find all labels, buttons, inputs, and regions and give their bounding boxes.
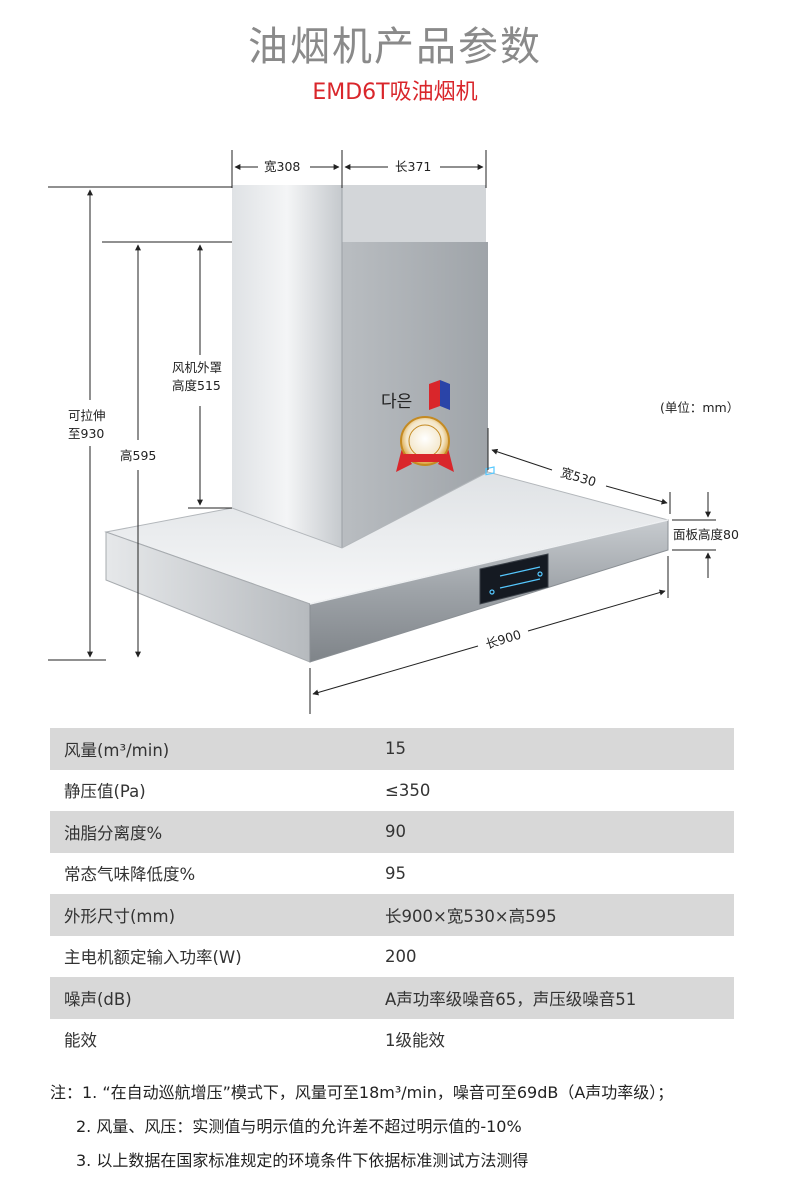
spec-row-airflow: 风量(m³/min) 15 — [50, 728, 734, 770]
spec-key: 静压值(Pa) — [64, 782, 146, 802]
chimney-front — [232, 242, 342, 548]
dim-label-fan-cover-2: 高度515 — [172, 378, 221, 393]
spec-key: 外形尺寸(mm) — [64, 906, 176, 926]
spec-row-static-pressure: 静压值(Pa) ≤350 — [50, 770, 734, 812]
page-title: 油烟机产品参数 — [248, 24, 542, 70]
spec-row-noise: 噪声(dB) A声功率级噪音65，声压级噪音51 — [50, 977, 734, 1019]
spec-row-odor-reduction: 常态气味降低度% 95 — [50, 853, 734, 895]
spec-key: 主电机额定输入功率(W) — [64, 948, 242, 968]
dim-label-extendable-1: 可拉伸 — [68, 408, 106, 423]
control-display-panel — [479, 553, 549, 605]
spec-row-dimensions: 外形尺寸(mm) 长900×宽530×高595 — [50, 894, 734, 936]
dim-label-height-595: 高595 — [120, 448, 156, 463]
dim-label-width-308: 宽308 — [264, 159, 300, 174]
spec-value: 200 — [385, 946, 417, 966]
note-1: 注：1. “在自动巡航增压”模式下，风量可至18m³/min，噪音可至69dB（… — [50, 1083, 674, 1102]
dim-label-fan-cover-1: 风机外罩 — [172, 360, 222, 375]
spec-key: 常态气味降低度% — [64, 865, 196, 885]
range-hood-diagram: 다은 — [48, 150, 739, 714]
quality-badge-icon — [396, 416, 454, 472]
spec-value: 95 — [385, 863, 406, 883]
dim-label-width-530: 宽530 — [559, 465, 598, 490]
spec-value: 长900×宽530×高595 — [385, 906, 557, 926]
spec-value: 15 — [385, 739, 406, 759]
brand-logo: 다은 — [381, 380, 450, 412]
spec-key: 风量(m³/min) — [64, 740, 170, 760]
spec-key: 能效 — [64, 1031, 97, 1051]
note-2: 2. 风量、风压：实测值与明示值的允许差不超过明示值的-10% — [76, 1117, 522, 1136]
spec-row-grease-separation: 油脂分离度% 90 — [50, 811, 734, 853]
dimension-lines — [48, 150, 716, 714]
product-model-subtitle: EMD6T吸油烟机 — [312, 80, 478, 105]
display-glow-elements — [485, 466, 543, 595]
spec-value: 90 — [385, 822, 406, 842]
brand-logo-text: 다은 — [381, 392, 412, 412]
unit-label: (单位：mm） — [660, 400, 739, 415]
footnotes: 注：1. “在自动巡航增压”模式下，风量可至18m³/min，噪音可至69dB（… — [50, 1076, 770, 1178]
spec-value: 1级能效 — [385, 1031, 445, 1051]
spec-key: 油脂分离度% — [64, 823, 163, 843]
chimney-upper-side — [342, 185, 486, 242]
dim-label-length-900: 长900 — [484, 627, 523, 652]
spec-row-motor-power: 主电机额定输入功率(W) 200 — [50, 936, 734, 978]
dim-label-extendable-2: 至930 — [68, 426, 104, 441]
note-3: 3. 以上数据在国家标准规定的环境条件下依据标准测试方法测得 — [76, 1151, 529, 1170]
spec-value: A声功率级噪音65，声压级噪音51 — [385, 989, 637, 1009]
spec-value: ≤350 — [385, 780, 431, 800]
spec-row-energy-efficiency: 能效 1级能效 — [50, 1019, 734, 1061]
chimney-upper — [232, 185, 342, 242]
spec-table: 风量(m³/min) 15 静压值(Pa) ≤350 油脂分离度% 90 常态气… — [50, 728, 734, 1060]
chimney-side — [342, 242, 488, 548]
dim-label-length-371: 长371 — [395, 159, 431, 174]
spec-key: 噪声(dB) — [64, 989, 132, 1009]
dim-label-panel-height-80: 面板高度80 — [673, 527, 739, 542]
